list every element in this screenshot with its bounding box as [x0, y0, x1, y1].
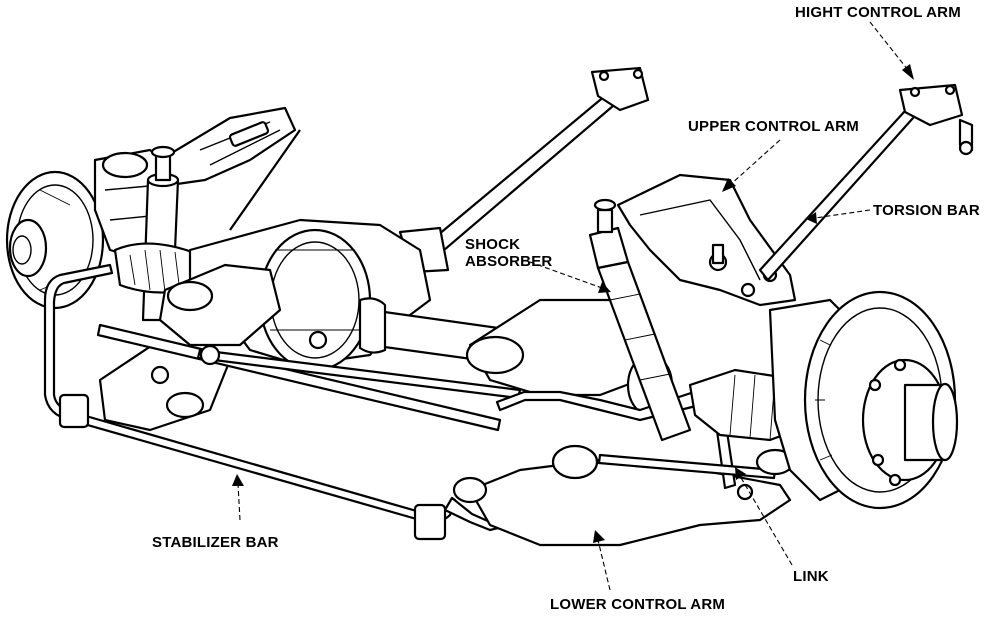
left-lower-mount [158, 263, 282, 347]
tie-rod [96, 323, 522, 432]
label-link: LINK [793, 568, 829, 585]
label-shock-absorber-line2: ABSORBER [465, 253, 553, 270]
left-height-control-rod [229, 129, 301, 231]
right-shock-absorber [588, 198, 692, 442]
right-torsion-bar [758, 83, 974, 282]
right-wheel-hub [803, 290, 959, 510]
label-stabilizer-bar: STABILIZER BAR [152, 534, 279, 551]
right-upper-control-arm [616, 173, 797, 307]
right-lower-control-arm [452, 444, 792, 547]
right-carrier-bracket [465, 298, 674, 417]
label-upper-control-arm: UPPER CONTROL ARM [688, 118, 859, 135]
label-lower-control-arm: LOWER CONTROL ARM [550, 596, 726, 613]
label-shock-absorber-line1: SHOCK [465, 236, 521, 253]
left-lower-control-arm [98, 338, 232, 432]
leader-lines [232, 21, 914, 591]
left-upper-control-arm [158, 106, 297, 187]
label-torsion-bar: TORSION BAR [873, 202, 980, 219]
label-shock-absorber: SHOCK ABSORBER [465, 236, 552, 270]
label-hight-control-arm: HIGHT CONTROL ARM [795, 4, 961, 21]
